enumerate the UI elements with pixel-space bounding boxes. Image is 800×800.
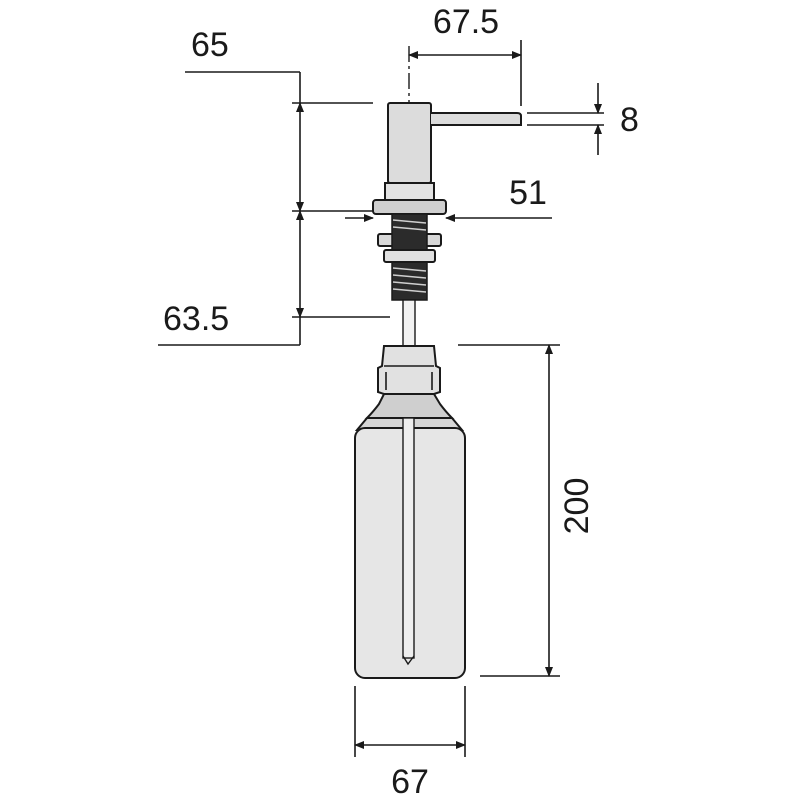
dimension-flange-diameter: 51: [345, 174, 552, 222]
bottle-shoulder: [364, 393, 455, 419]
dimension-label-shank-length: 63.5: [163, 300, 229, 338]
dimension-shank-length: 63.5: [158, 210, 390, 346]
bottle-cap: [377, 345, 441, 395]
dimension-label-bottle-height: 200: [558, 478, 596, 535]
mounting-flange: [372, 199, 447, 215]
spout: [431, 112, 522, 126]
dimension-label-head-height: 65: [191, 26, 229, 64]
dimension-label-spout-reach: 67.5: [433, 3, 499, 41]
dip-tube: [402, 417, 415, 659]
dimension-label-bottle-diameter: 67: [391, 763, 429, 800]
dimension-spout-reach: 67.5: [408, 3, 522, 106]
threaded-shank: [383, 213, 436, 301]
dimension-bottle-height: 200: [458, 344, 596, 677]
dimension-label-spout-thickness: 8: [620, 101, 639, 139]
pump-tube: [402, 299, 416, 347]
head-collar: [384, 182, 435, 201]
dispenser-assembly: [354, 46, 522, 679]
dimension-bottle-diameter: 67: [354, 686, 466, 800]
dimension-head-height: 65: [185, 26, 373, 212]
pump-head: [387, 102, 432, 184]
dimension-spout-thickness: 8: [527, 83, 639, 155]
dimension-label-flange-diameter: 51: [509, 174, 547, 212]
